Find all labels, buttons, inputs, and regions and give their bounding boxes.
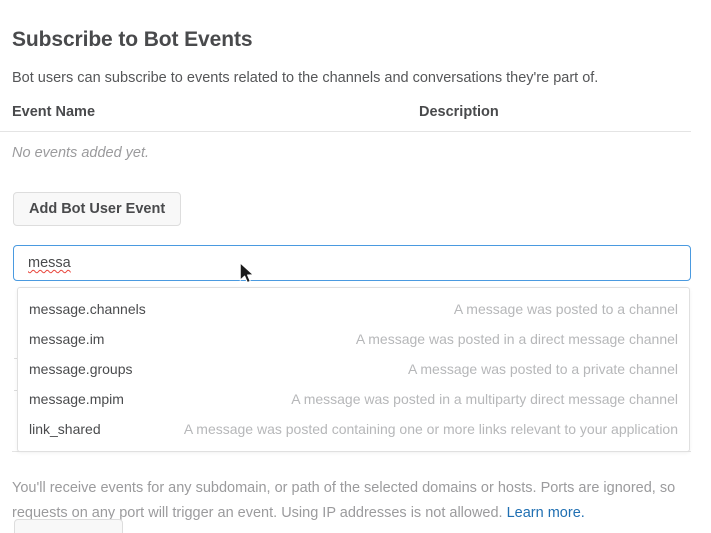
table-header-row: Event Name Description: [0, 100, 691, 132]
event-search-dropdown: message.channels A message was posted to…: [17, 287, 690, 452]
dropdown-option-message-mpim[interactable]: message.mpim A message was posted in a m…: [18, 384, 689, 414]
dropdown-option-name: message.channels: [29, 301, 146, 317]
event-search-input[interactable]: messa: [13, 245, 691, 281]
column-header-description: Description: [419, 104, 499, 120]
dropdown-option-name: message.mpim: [29, 391, 124, 407]
dropdown-option-description: A message was posted in a direct message…: [355, 331, 678, 347]
dropdown-option-name: link_shared: [29, 421, 101, 437]
obscured-element-tick: [14, 390, 17, 391]
dropdown-option-message-groups[interactable]: message.groups A message was posted to a…: [18, 354, 689, 384]
table-empty-state: No events added yet.: [12, 145, 150, 161]
learn-more-link[interactable]: Learn more.: [506, 504, 585, 521]
add-bot-user-event-button[interactable]: Add Bot User Event: [13, 192, 182, 226]
dropdown-option-link-shared[interactable]: link_shared A message was posted contain…: [18, 414, 689, 444]
column-header-event-name: Event Name: [12, 104, 96, 120]
page-subtitle: Bot users can subscribe to events relate…: [12, 69, 599, 86]
help-text-body: You'll receive events for any subdomain,…: [12, 479, 676, 521]
page-title: Subscribe to Bot Events: [12, 28, 253, 52]
dropdown-option-message-im[interactable]: message.im A message was posted in a dir…: [18, 324, 689, 354]
dropdown-option-description: A message was posted in a multiparty dir…: [291, 391, 678, 407]
bottom-cropped-button[interactable]: [14, 519, 123, 533]
dropdown-option-name: message.im: [29, 331, 105, 347]
obscured-element-tick: [14, 358, 17, 359]
dropdown-option-message-channels[interactable]: message.channels A message was posted to…: [18, 294, 689, 324]
dropdown-option-description: A message was posted containing one or m…: [183, 421, 678, 437]
subscribed-events-table: Event Name Description No events added y…: [0, 100, 691, 161]
help-text: You'll receive events for any subdomain,…: [12, 476, 691, 526]
dropdown-option-description: A message was posted to a channel: [453, 301, 678, 317]
dropdown-option-name: message.groups: [29, 361, 133, 377]
event-search-input-value: messa: [28, 255, 71, 271]
dropdown-option-description: A message was posted to a private channe…: [407, 361, 678, 377]
